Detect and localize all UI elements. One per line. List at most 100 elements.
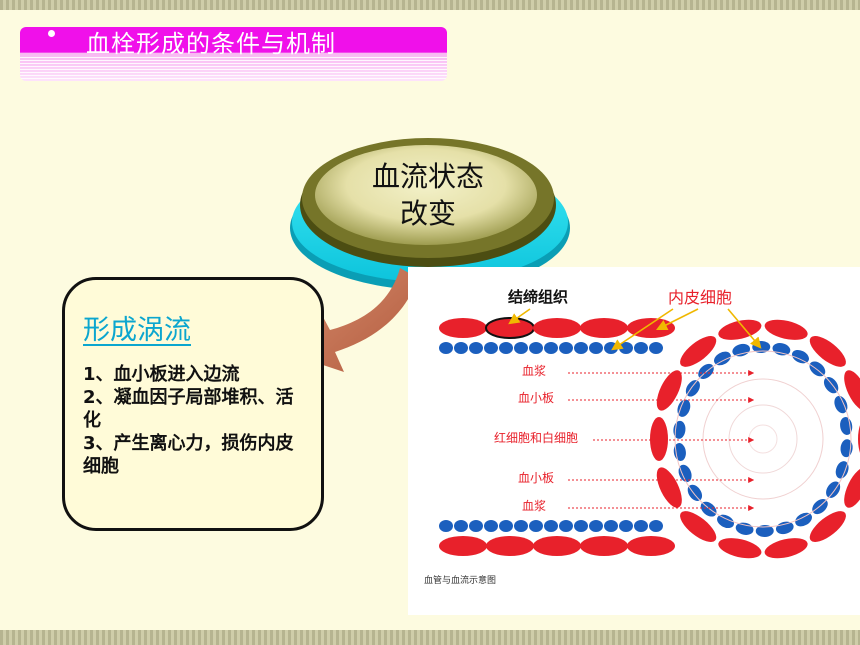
box-heading: 形成涡流 — [83, 315, 191, 346]
ring-red-cell — [656, 370, 682, 411]
title-banner-stripes — [20, 57, 447, 79]
bottom-red-cell-row — [439, 536, 675, 556]
blood-flow-figure: 结缔组织 内皮细胞 血浆 血小板 红细胞和白细胞 血小板 血浆 血管与血流示意图 — [408, 267, 860, 615]
endothelial-cell — [649, 342, 663, 354]
ring-blue-cells — [673, 341, 853, 537]
title-bullet — [48, 30, 55, 37]
red-cell — [439, 318, 487, 338]
ring-red-cell — [764, 319, 808, 340]
endothelial-cell — [499, 342, 513, 354]
vortex-circle-inner — [728, 404, 798, 474]
endothelial-cell — [499, 520, 513, 532]
ring-blue-cell — [717, 514, 735, 529]
vortex-circle-outer — [674, 350, 852, 528]
endothelial-cell — [454, 342, 468, 354]
vortex-circle-mid — [702, 378, 824, 500]
label-plasma-bottom: 血浆 — [522, 499, 547, 513]
box-item-3: 3、产生离心力，损伤内皮细胞 — [83, 433, 294, 477]
ring-blue-cell — [677, 399, 691, 417]
ring-blue-cell — [823, 377, 839, 394]
endothelial-cell — [514, 520, 528, 532]
red-cell — [439, 536, 487, 556]
box-item-2: 2、凝血因子局部堆积、活化 — [83, 387, 294, 431]
ellipse-label-line1: 血流状态 — [371, 160, 484, 193]
endothelial-cell — [439, 520, 453, 532]
ring-blue-cell — [755, 524, 774, 537]
label-red-white-cells: 红细胞和白细胞 — [494, 431, 579, 445]
box-item-1: 1、血小板进入边流 — [83, 364, 240, 385]
slide-title: 血栓形成的条件与机制 — [86, 30, 336, 58]
ring-red-cell — [650, 417, 668, 461]
label-platelet-top: 血小板 — [518, 391, 555, 405]
endothelial-cell — [574, 520, 588, 532]
ring-red-cell — [809, 511, 846, 542]
ring-red-cell — [718, 319, 762, 340]
endothelial-cell — [649, 520, 663, 532]
top-blue-cell-row — [439, 342, 663, 354]
box-list: 1、血小板进入边流 2、凝血因子局部堆积、活化 3、产生离心力，损伤内皮细胞 — [83, 363, 308, 478]
endothelial-cell — [574, 342, 588, 354]
curved-arrow — [296, 268, 418, 372]
ring-blue-cell — [678, 464, 692, 483]
endothelial-cell — [544, 342, 558, 354]
red-cell — [580, 536, 628, 556]
label-connective-tissue: 结缔组织 — [508, 288, 569, 306]
endothelial-cell — [514, 342, 528, 354]
red-cell — [580, 318, 628, 338]
red-cell — [533, 536, 581, 556]
endothelial-cell — [544, 520, 558, 532]
ellipse-olive-face — [315, 145, 537, 245]
ring-red-cell — [680, 511, 717, 542]
endothelial-cell — [619, 520, 633, 532]
endothelial-cell — [454, 520, 468, 532]
bottom-border — [0, 630, 860, 645]
ring-blue-cell — [791, 349, 809, 364]
endothelial-cell — [604, 520, 618, 532]
ellipse-label-line2: 改变 — [399, 197, 456, 230]
pointer-connective — [508, 308, 531, 325]
endothelial-cell — [529, 520, 543, 532]
vortex-circle-core — [748, 424, 778, 454]
ring-red-cell — [718, 538, 762, 559]
red-cell — [486, 536, 534, 556]
ring-red-cell — [764, 538, 808, 559]
ring-blue-cell — [835, 461, 849, 479]
ring-red-cell — [656, 467, 682, 508]
endothelial-cell — [469, 342, 483, 354]
vortex-info-box: 形成涡流 1、血小板进入边流 2、凝血因子局部堆积、活化 3、产生离心力，损伤内… — [62, 277, 324, 531]
ring-red-cell — [844, 370, 860, 411]
label-platelet-bottom: 血小板 — [518, 471, 555, 485]
endothelial-cell — [634, 520, 648, 532]
ring-blue-cell — [826, 481, 841, 498]
endothelial-cell — [559, 342, 573, 354]
endothelial-cell — [529, 342, 543, 354]
endothelial-cell — [484, 342, 498, 354]
ellipse-label: 血流状态 改变 — [335, 158, 521, 232]
endothelial-cell — [589, 520, 603, 532]
bottom-blue-cell-row — [439, 520, 663, 532]
red-cell — [533, 318, 581, 338]
endothelial-cell — [634, 342, 648, 354]
endothelial-cell — [439, 342, 453, 354]
ring-red-cell — [680, 336, 717, 367]
label-plasma-top: 血浆 — [522, 364, 547, 378]
title-banner — [20, 27, 447, 81]
pointer-endothelial-2 — [655, 308, 699, 331]
pointer-endothelial-1 — [611, 308, 674, 351]
top-red-cell-row — [439, 317, 675, 339]
endothelial-cell — [559, 520, 573, 532]
top-border — [0, 0, 860, 10]
figure-caption: 血管与血流示意图 — [424, 576, 497, 586]
endothelial-cell — [484, 520, 498, 532]
ring-blue-cell — [795, 512, 812, 527]
ring-red-cell — [809, 336, 846, 367]
ring-blue-cell — [834, 395, 848, 414]
ring-blue-cell — [775, 521, 794, 535]
blood-flow-svg — [439, 308, 860, 559]
ring-blue-cell — [714, 351, 731, 366]
endothelial-cell — [589, 342, 603, 354]
ring-red-cell — [844, 467, 860, 508]
ring-blue-cell — [687, 484, 703, 501]
ring-red-cells — [650, 319, 860, 559]
